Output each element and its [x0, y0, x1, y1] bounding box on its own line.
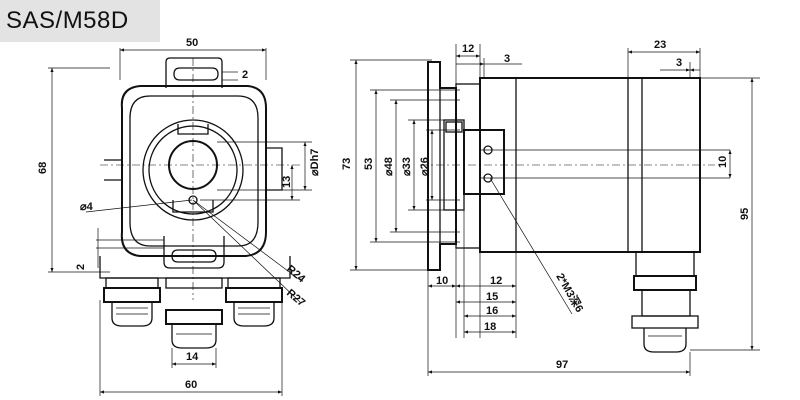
dim-13: 13	[281, 176, 293, 188]
dim-97: 97	[556, 359, 568, 371]
connector-right	[225, 277, 283, 327]
dim-screw: 2*M3深6	[553, 271, 587, 315]
dim-3-right: 3	[676, 57, 682, 69]
dim-95: 95	[739, 208, 751, 220]
dim-3-top: 3	[504, 53, 510, 65]
dim-33: ⌀33	[401, 157, 413, 176]
dim-68: 68	[37, 162, 49, 174]
dim-r24: R24	[284, 263, 308, 286]
dim-12-top: 12	[462, 43, 474, 55]
side-view	[350, 44, 760, 376]
dim-73: 73	[341, 158, 353, 170]
front-view	[48, 48, 312, 396]
dim-15: 15	[486, 291, 498, 303]
connector-middle	[165, 277, 223, 349]
dim-23: 23	[654, 39, 666, 51]
dim-14: 14	[186, 351, 199, 363]
dim-18: 18	[484, 321, 496, 333]
dim-50: 50	[186, 37, 198, 49]
connector-side	[631, 251, 699, 353]
dim-hole-4: ⌀4	[80, 201, 94, 213]
drawing-title: SAS/M58D	[0, 0, 160, 42]
dim-bore: ⌀Dh7	[309, 149, 321, 176]
dim-2-left: 2	[75, 264, 87, 270]
dim-10-right: 10	[717, 156, 729, 168]
dim-60: 60	[185, 379, 197, 391]
connector-left	[103, 277, 161, 327]
dim-10-bottom: 10	[436, 275, 448, 287]
dim-16: 16	[486, 305, 498, 317]
dim-12-bottom: 12	[490, 275, 502, 287]
dim-26: ⌀26	[419, 157, 431, 176]
dim-48: ⌀48	[383, 157, 395, 176]
dim-slot-2: 2	[242, 69, 248, 81]
dim-53: 53	[363, 158, 375, 170]
